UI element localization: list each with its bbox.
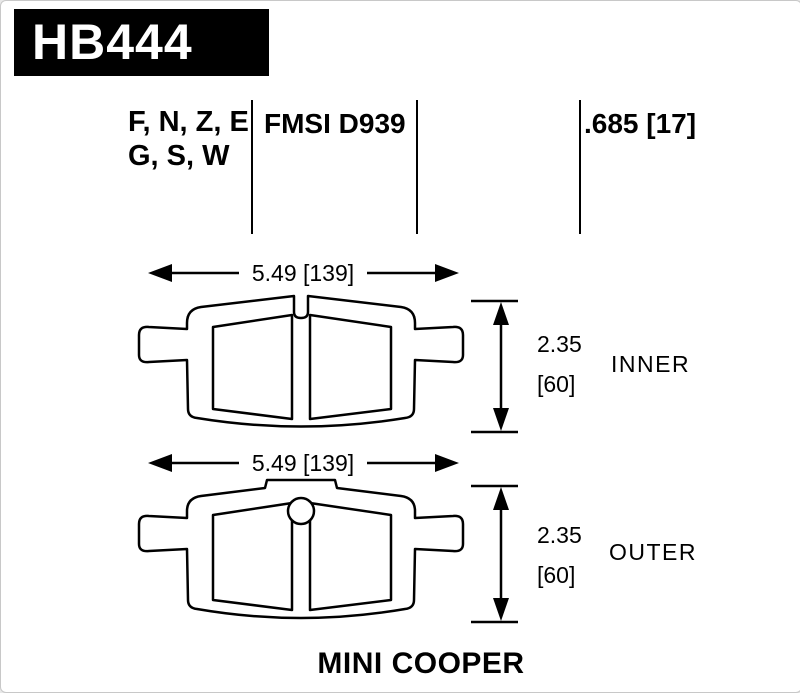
outer-thickness-dimension (471, 484, 518, 624)
outer-width-label: 5.49 [139] (252, 450, 354, 476)
compound-codes-line2: G, S, W (128, 140, 230, 172)
arrowhead-up-icon (493, 302, 509, 325)
inner-thickness-dimension (471, 299, 518, 434)
header-divider-1 (251, 100, 253, 234)
outer-thickness-label-mm: [60] (537, 562, 575, 588)
outer-pad-drawing: 5.49 [139] 2.35 [60] OUTER (137, 450, 697, 624)
inner-thickness-label-in: 2.35 (537, 331, 582, 357)
fmsi-number: FMSI D939 (264, 108, 406, 139)
inner-pad-friction-left (211, 313, 294, 421)
arrowhead-up-icon (493, 487, 509, 510)
arrowhead-right-icon (435, 264, 459, 282)
arrowhead-right-icon (435, 454, 459, 472)
outer-thickness-label-in: 2.35 (537, 522, 582, 548)
pad-thickness: .685 [17] (584, 108, 697, 139)
outer-pad-friction-right (308, 501, 393, 612)
arrowhead-down-icon (493, 408, 509, 431)
inner-width-label: 5.49 [139] (252, 260, 354, 286)
arrowhead-left-icon (148, 454, 172, 472)
compound-codes: F, N, Z, E G, S, W (128, 105, 249, 173)
compound-codes-line1: F, N, Z, E (128, 106, 249, 138)
outer-pad-label: OUTER (609, 539, 697, 565)
outer-pad-backing-plate (137, 478, 465, 620)
header-divider-3 (579, 100, 581, 234)
inner-pad-label: INNER (611, 351, 690, 377)
outer-pad-sensor-hole (286, 496, 316, 526)
inner-pad-backing-plate (137, 294, 465, 428)
inner-width-dimension: 5.49 [139] (148, 260, 459, 286)
arrowhead-left-icon (148, 264, 172, 282)
part-number: HB444 (32, 14, 193, 70)
inner-pad-friction-right (308, 313, 393, 421)
inner-pad-drawing: 5.49 [139] 2.35 [60] INNER (137, 260, 690, 434)
part-number-box: HB444 (14, 9, 269, 76)
inner-thickness-label-mm: [60] (537, 371, 575, 397)
outer-width-dimension: 5.49 [139] (148, 450, 459, 476)
arrowhead-down-icon (493, 598, 509, 621)
header-divider-2 (416, 100, 418, 234)
outer-pad-friction-left (211, 501, 294, 612)
vehicle-name: MINI COOPER (317, 647, 525, 680)
